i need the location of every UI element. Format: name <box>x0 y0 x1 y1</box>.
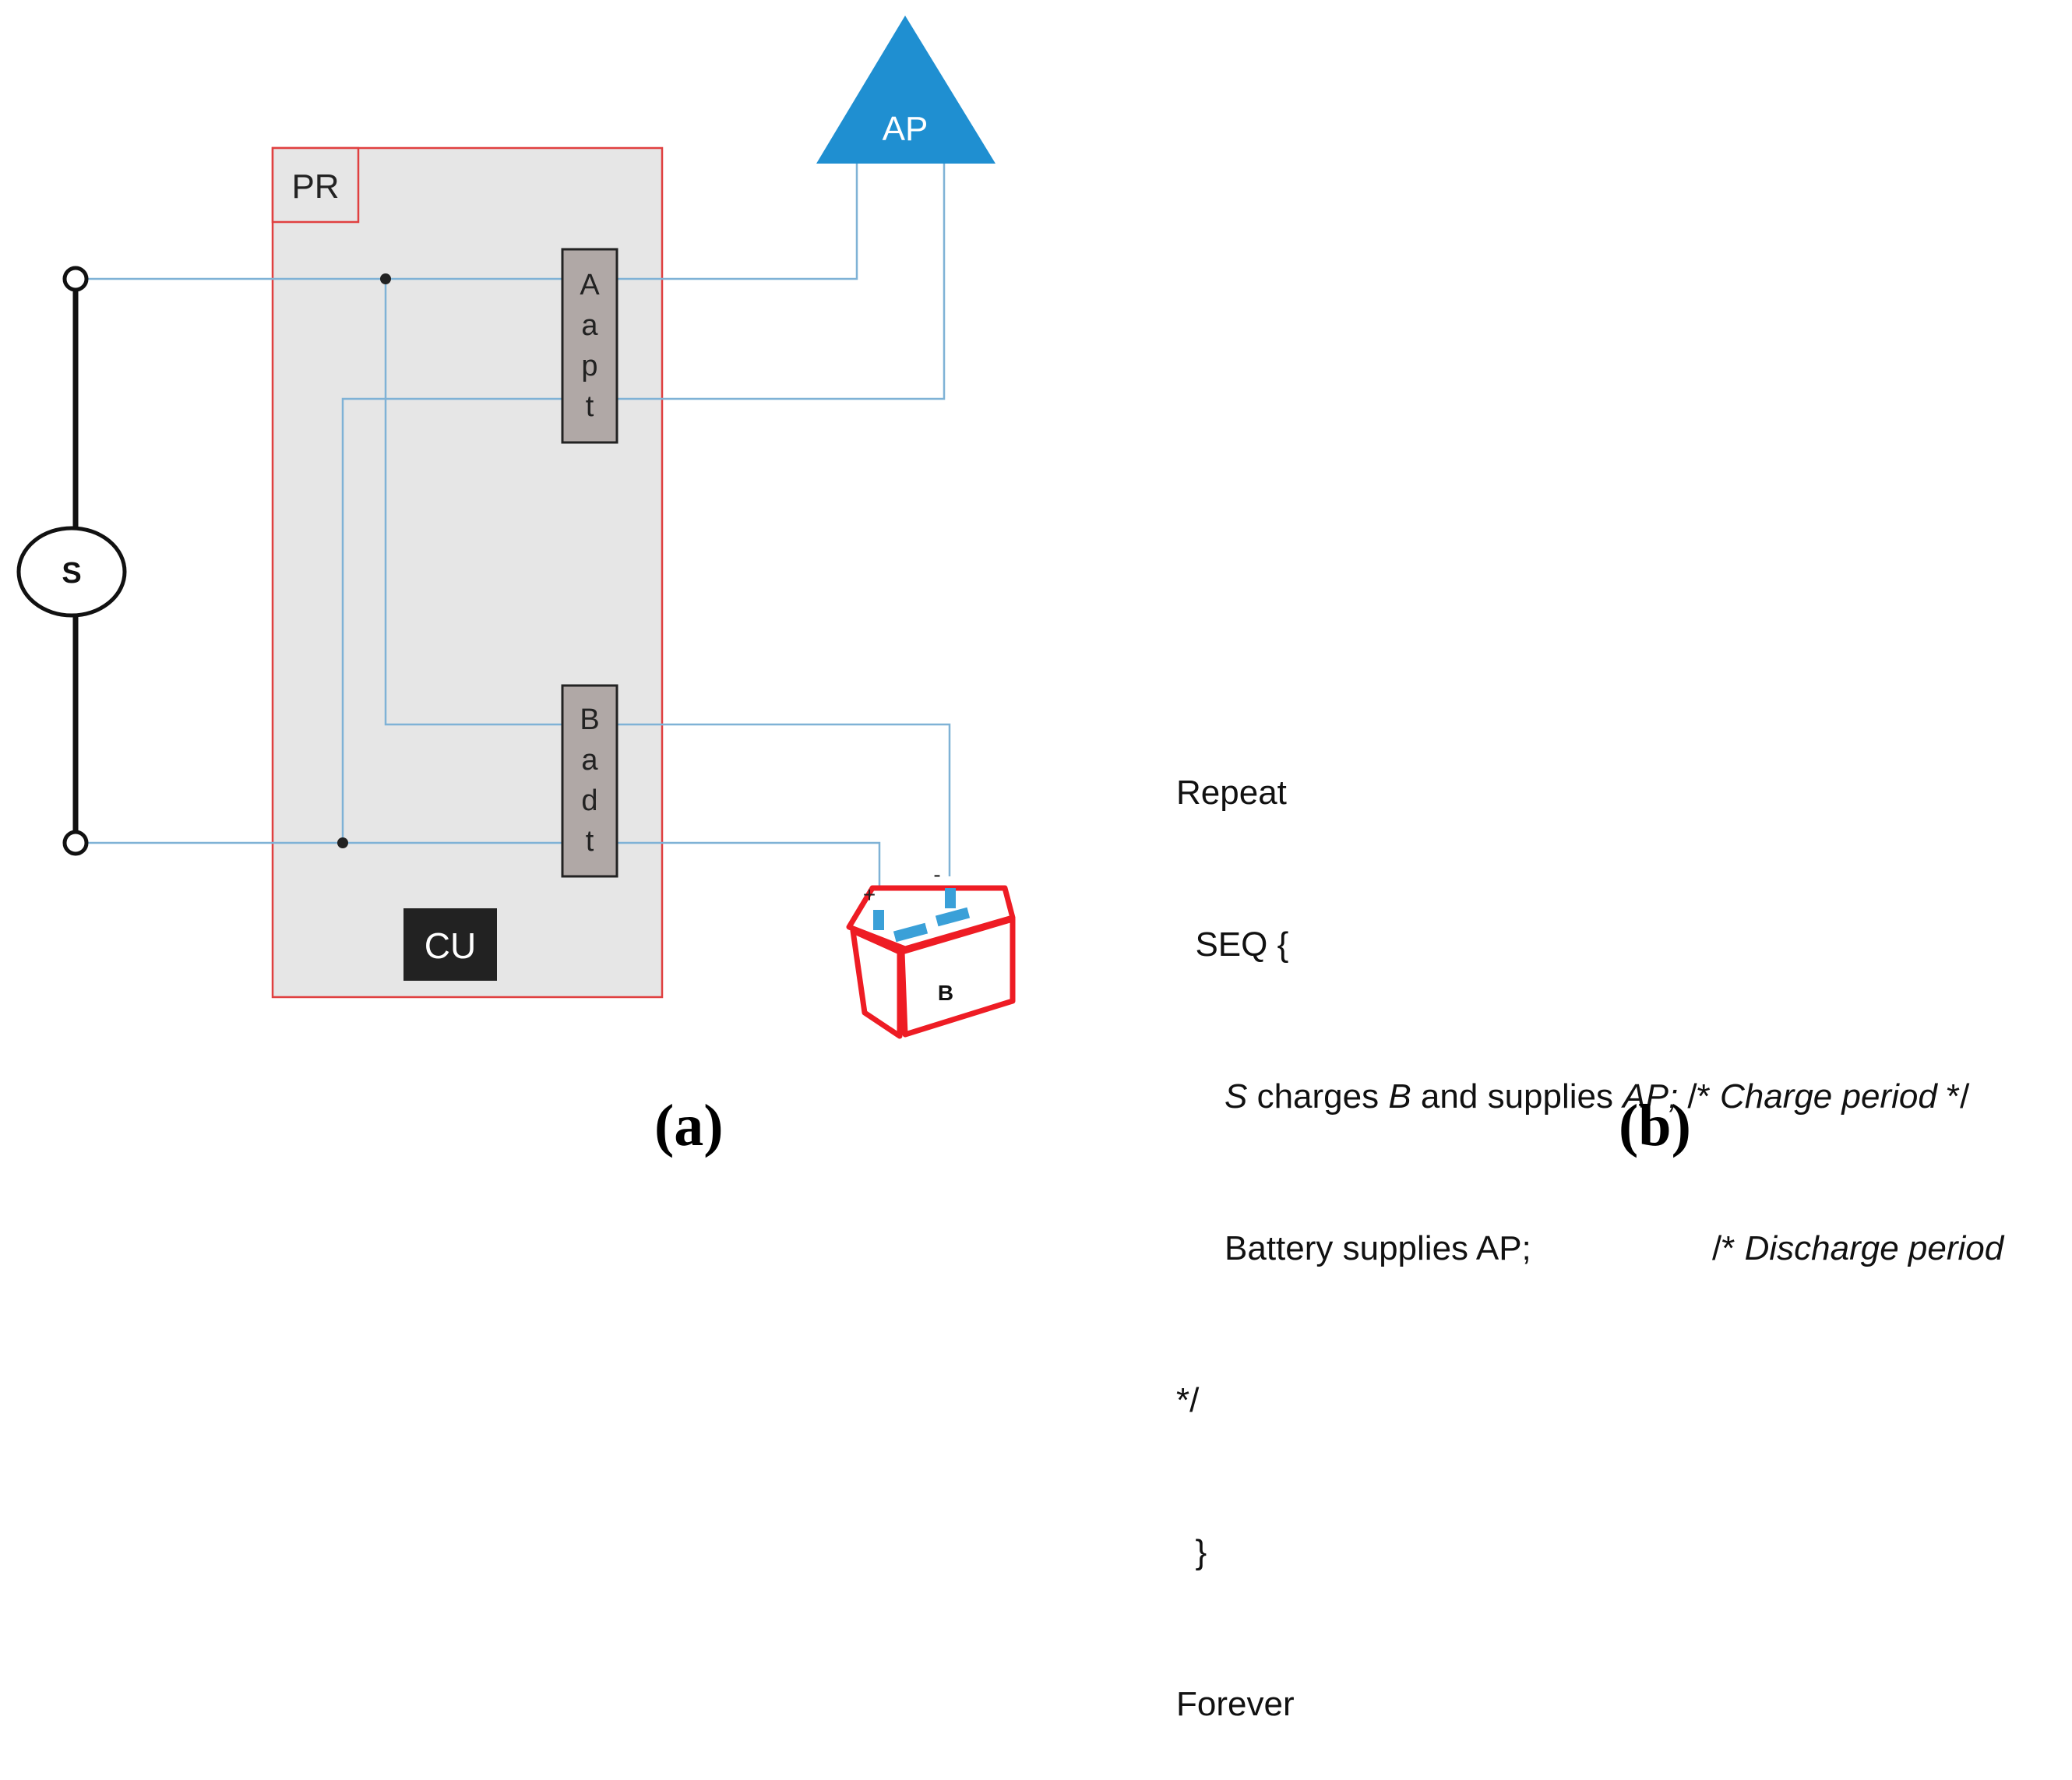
code-comment-close: */ <box>1936 1077 1970 1116</box>
junction-dot-bottom <box>337 837 348 848</box>
junction-dot-top <box>380 273 391 284</box>
adapter-b-letter-2: a <box>581 744 598 777</box>
code-charge-period: Charge period <box>1719 1077 1937 1116</box>
code-discharge-comment: /* Discharge period <box>1712 1223 2003 1274</box>
adapter-a-letter-3: p <box>581 350 597 382</box>
code-comment-open-2: /* <box>1712 1229 1745 1267</box>
adapter-a-letter-1: A <box>580 269 600 301</box>
pr-label-box <box>271 146 360 224</box>
pr-label: PR <box>291 167 339 206</box>
code-brace-text: } <box>1176 1533 1207 1571</box>
wires <box>86 160 951 911</box>
code-line-seq: SEQ { <box>1176 919 1969 970</box>
battery-icon <box>846 885 1016 1039</box>
adapter-b <box>561 684 618 878</box>
battery-minus-sign: - <box>933 862 940 886</box>
adapter-b-letter-4: t <box>586 825 594 858</box>
source-terminal-bottom <box>62 830 89 856</box>
code-supplies-text: and supplies <box>1411 1077 1623 1116</box>
code-line-comment-end: */ <box>1176 1375 1969 1426</box>
code-repeat-text: Repeat <box>1176 774 1287 812</box>
code-discharge-period: Discharge period <box>1744 1229 2004 1267</box>
code-line-forever: Forever <box>1176 1679 1969 1729</box>
ap-triangle <box>816 16 995 164</box>
code-line-brace: } <box>1176 1527 1969 1577</box>
cu-block <box>403 908 497 981</box>
adapter-a <box>561 248 618 444</box>
code-line-charge: S charges B and supplies AP; /* Charge p… <box>1176 1071 1969 1122</box>
code-seq-text: SEQ { <box>1176 925 1289 964</box>
cu-label: CU <box>425 925 476 966</box>
source-label: S <box>62 557 81 590</box>
panel-label-a: (a) <box>654 1093 724 1158</box>
adapter-a-letter-4: t <box>586 390 594 423</box>
circuit-diagram: PR CU A a p t B a d t S AP <box>16 16 1016 1039</box>
code-line-repeat: Repeat <box>1176 767 1969 818</box>
code-var-b: B <box>1388 1077 1411 1116</box>
adapter-b-letter-1: B <box>580 703 599 736</box>
source-circle <box>16 526 127 618</box>
battery-plus-sign: + <box>863 883 876 907</box>
code-line-discharge: Battery supplies AP; /* Discharge period <box>1176 1223 2003 1274</box>
ap-label: AP <box>883 110 929 148</box>
adapter-a-letter-2: a <box>581 309 598 342</box>
source-terminal-top <box>62 266 89 292</box>
code-battery-supplies: Battery supplies AP; <box>1225 1229 1531 1267</box>
code-var-s: S <box>1225 1077 1248 1116</box>
code-charges-text: charges <box>1247 1077 1389 1116</box>
code-forever-text: Forever <box>1176 1685 1295 1723</box>
pseudo-code: Repeat SEQ { S charges B and supplies AP… <box>1176 666 2003 1780</box>
battery-label: B <box>938 981 953 1005</box>
adapter-b-letter-3: d <box>581 784 597 817</box>
panel-label-b: (b) <box>1619 1093 1691 1158</box>
code-var-ap: AP; <box>1623 1077 1679 1116</box>
code-comment-open: /* <box>1678 1077 1720 1116</box>
code-comment-close-2: */ <box>1176 1381 1200 1419</box>
